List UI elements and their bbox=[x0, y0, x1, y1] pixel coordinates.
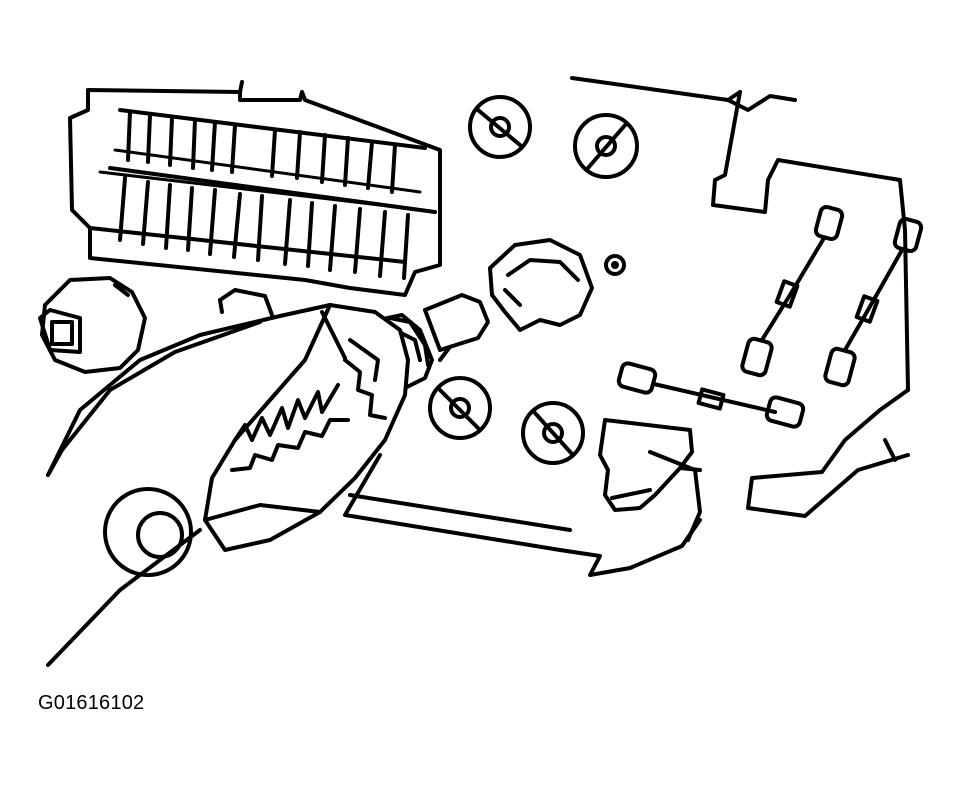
mounting-bracket bbox=[598, 418, 702, 542]
bulb-socket-being-removed bbox=[376, 238, 594, 390]
screw-hole-4 bbox=[521, 401, 585, 465]
screw-hole-3 bbox=[428, 376, 492, 440]
screw-hole-2 bbox=[573, 113, 639, 179]
pliers bbox=[46, 288, 410, 667]
instrument-panel-housing bbox=[343, 76, 910, 577]
printed-circuit-traces bbox=[616, 205, 924, 429]
multi-pin-connector bbox=[68, 80, 442, 297]
bulb-socket-left bbox=[38, 276, 147, 374]
small-screw bbox=[604, 254, 626, 276]
screw-hole-1 bbox=[468, 95, 532, 159]
pliers-pivot bbox=[103, 487, 193, 577]
figure-id-label: G01616102 bbox=[38, 692, 145, 714]
mounting-screw-holes bbox=[428, 95, 639, 465]
